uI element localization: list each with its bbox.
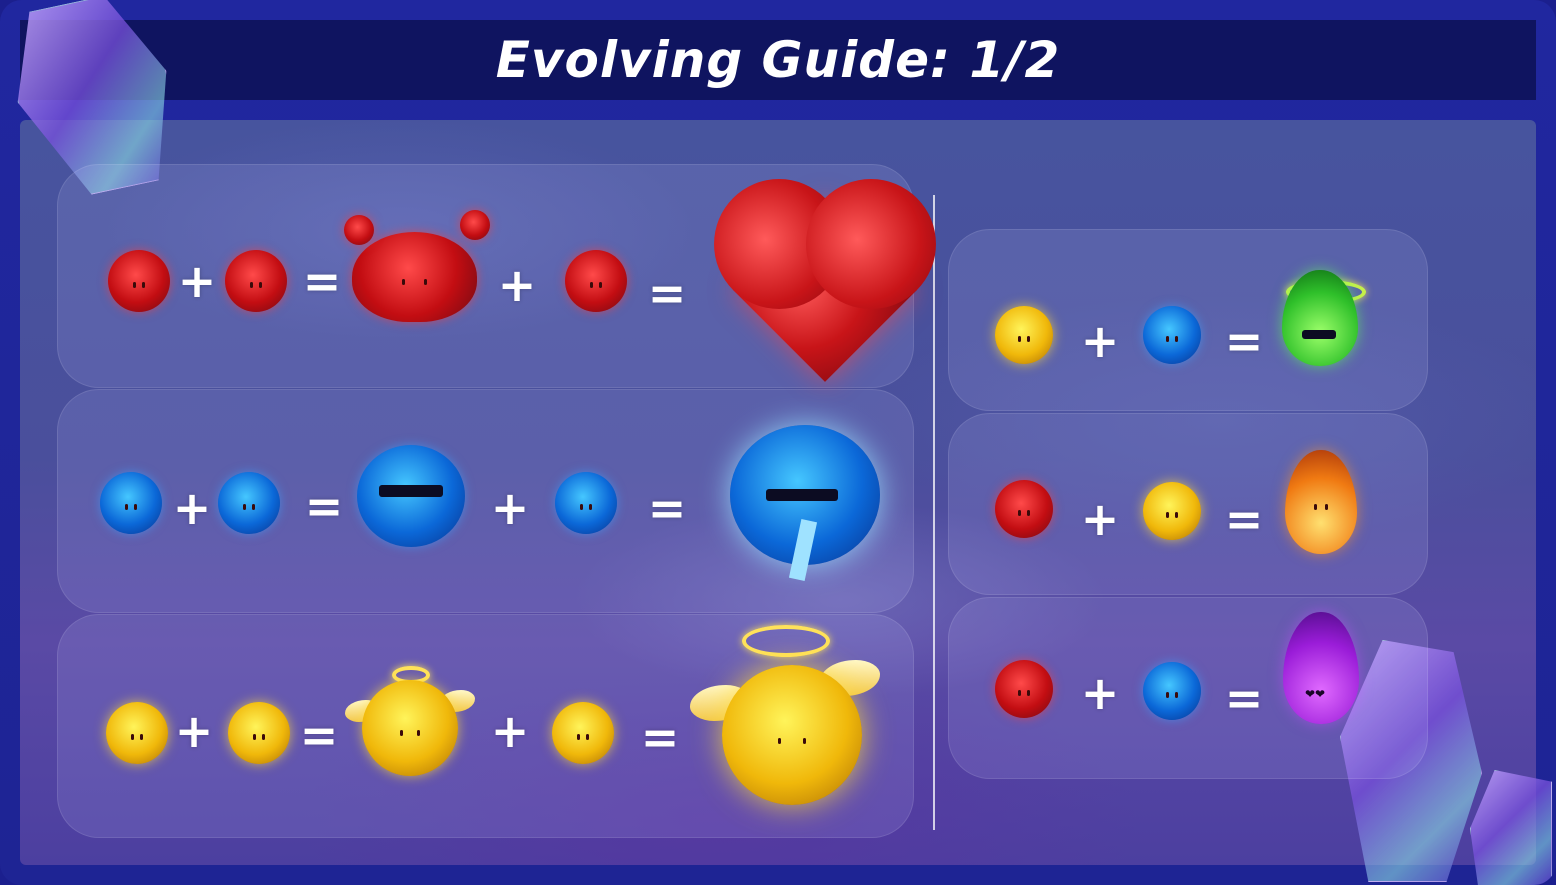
- blue-fluffy-sunglasses-creature-icon: [357, 445, 465, 547]
- blue-blob-icon: [100, 472, 162, 534]
- red-blob-icon: [565, 250, 627, 312]
- plus-sign: +: [497, 258, 537, 312]
- plus-sign: +: [1080, 666, 1120, 720]
- purple-flame-heart-eyes-icon: ❤❤: [1283, 612, 1359, 724]
- crystal-decoration-corner: [1470, 770, 1552, 885]
- blue-blob-icon: [1143, 662, 1201, 720]
- page-title: Evolving Guide: 1/2: [495, 31, 1061, 89]
- column-divider: [933, 195, 935, 830]
- plus-sign: +: [490, 481, 530, 535]
- plus-sign: +: [177, 254, 217, 308]
- equals-sign: =: [647, 266, 687, 320]
- blue-blob-icon: [555, 472, 617, 534]
- heart-eyes-icon: ❤❤: [1305, 687, 1326, 701]
- yellow-blob-icon: [106, 702, 168, 764]
- red-blob-icon: [995, 480, 1053, 538]
- equals-sign: =: [304, 479, 344, 533]
- red-blob-icon: [225, 250, 287, 312]
- sunglasses-icon: [379, 485, 443, 497]
- yellow-winged-halo-creature-icon: [362, 680, 458, 776]
- equals-sign: =: [640, 710, 680, 764]
- yellow-blob-icon: [552, 702, 614, 764]
- equals-sign: =: [1224, 671, 1264, 725]
- title-bar: Evolving Guide: 1/2: [20, 20, 1536, 100]
- yellow-blob-icon: [228, 702, 290, 764]
- equals-sign: =: [302, 254, 342, 308]
- equals-sign: =: [647, 481, 687, 535]
- red-tentacle-arm-icon: [460, 210, 490, 240]
- yellow-blob-icon: [1143, 482, 1201, 540]
- equals-sign: =: [299, 708, 339, 762]
- orange-flame-heart-icon: [1285, 450, 1357, 554]
- green-flame-sunglasses-icon: [1282, 270, 1358, 366]
- equals-sign: =: [1224, 492, 1264, 546]
- plus-sign: +: [490, 704, 530, 758]
- equals-sign: =: [1224, 314, 1264, 368]
- red-blob-icon: [108, 250, 170, 312]
- red-tentacle-creature-icon: [352, 232, 477, 322]
- plus-sign: +: [1080, 492, 1120, 546]
- blue-blob-icon: [1143, 306, 1201, 364]
- plus-sign: +: [174, 704, 214, 758]
- plus-sign: +: [172, 481, 212, 535]
- blue-blob-icon: [218, 472, 280, 534]
- red-heart-creature-icon: [733, 198, 917, 382]
- halo-icon: [742, 625, 830, 657]
- plus-sign: +: [1080, 314, 1120, 368]
- red-tentacle-arm-icon: [344, 215, 374, 245]
- blue-fluffy-tie-creature-icon: [730, 425, 880, 582]
- red-blob-icon: [995, 660, 1053, 718]
- sunglasses-icon: [766, 489, 838, 501]
- sunglasses-icon: [1302, 330, 1336, 339]
- yellow-blob-icon: [995, 306, 1053, 364]
- yellow-angel-creature-icon: [722, 665, 862, 805]
